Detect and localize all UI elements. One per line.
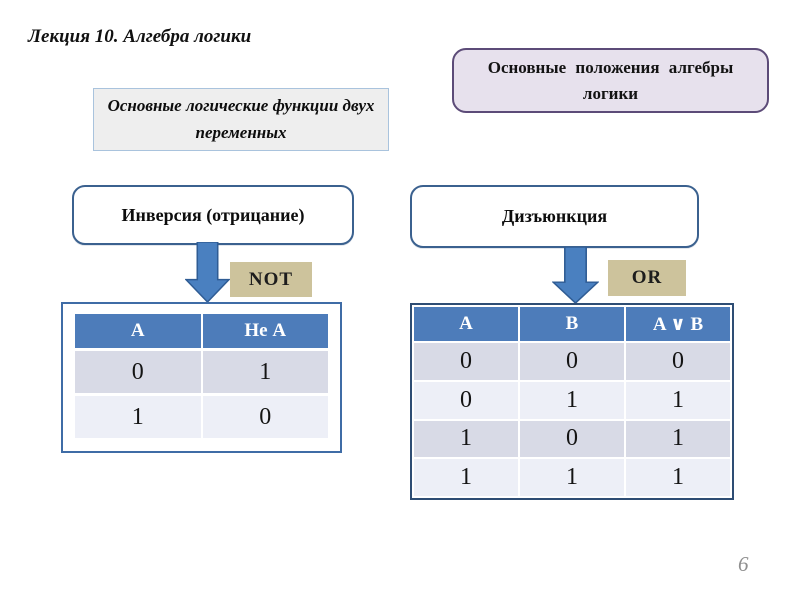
disjunction-truth-table: А В A ∨ B 0 0 0 0 1 1 1 0 (410, 303, 734, 500)
table-cell: 0 (414, 381, 518, 419)
table-cell: 1 (520, 459, 624, 496)
column-header: А (414, 307, 518, 341)
table-row: 1 1 1 (414, 459, 730, 496)
table-cell: 1 (520, 381, 624, 419)
table-cell: 0 (520, 343, 624, 380)
table-row: 1 0 1 (414, 420, 730, 458)
table-row: 0 0 0 (414, 343, 730, 380)
table-cell: 0 (520, 420, 624, 458)
inversion-box: Инверсия (отрицание) (72, 185, 354, 245)
slide-title: Лекция 10. Алгебра логики (28, 26, 252, 47)
table-cell: 0 (202, 396, 328, 438)
operator-badge-or: OR (608, 260, 686, 296)
column-header: Не А (202, 314, 328, 348)
table-cell: 1 (414, 459, 518, 496)
table-cell: 0 (75, 351, 201, 393)
column-header: A ∨ B (626, 307, 730, 341)
column-header: В (520, 307, 624, 341)
table-header-row: А В A ∨ B (414, 307, 730, 341)
column-header: А (75, 314, 201, 348)
table-header-row: А Не А (75, 314, 328, 348)
subtopic-callout: Основные логические функции двух перемен… (93, 88, 389, 151)
disjunction-label: Дизъюнкция (501, 206, 608, 226)
main-topic-callout: Основные положения алгебры логики (452, 48, 769, 113)
down-arrow-icon (185, 242, 230, 303)
operator-label: NOT (248, 268, 294, 290)
table-row: 0 1 (75, 351, 328, 393)
table-cell: 1 (75, 396, 201, 438)
down-arrow-icon (552, 247, 599, 304)
table-cell: 0 (414, 343, 518, 380)
table-cell: 1 (626, 381, 730, 419)
operator-badge-not: NOT (230, 262, 312, 297)
inversion-label: Инверсия (отрицание) (121, 204, 305, 225)
page-number: 6 (738, 552, 749, 576)
table-cell: 1 (202, 351, 328, 393)
table-cell: 1 (626, 459, 730, 496)
table-cell: 1 (414, 420, 518, 458)
operator-label: OR (631, 267, 663, 288)
inversion-truth-table: А Не А 0 1 1 0 (61, 302, 342, 453)
table-row: 1 0 (75, 396, 328, 438)
disjunction-box: Дизъюнкция (410, 185, 699, 248)
table-cell: 0 (626, 343, 730, 380)
table-row: 0 1 1 (414, 381, 730, 419)
table-cell: 1 (626, 420, 730, 458)
